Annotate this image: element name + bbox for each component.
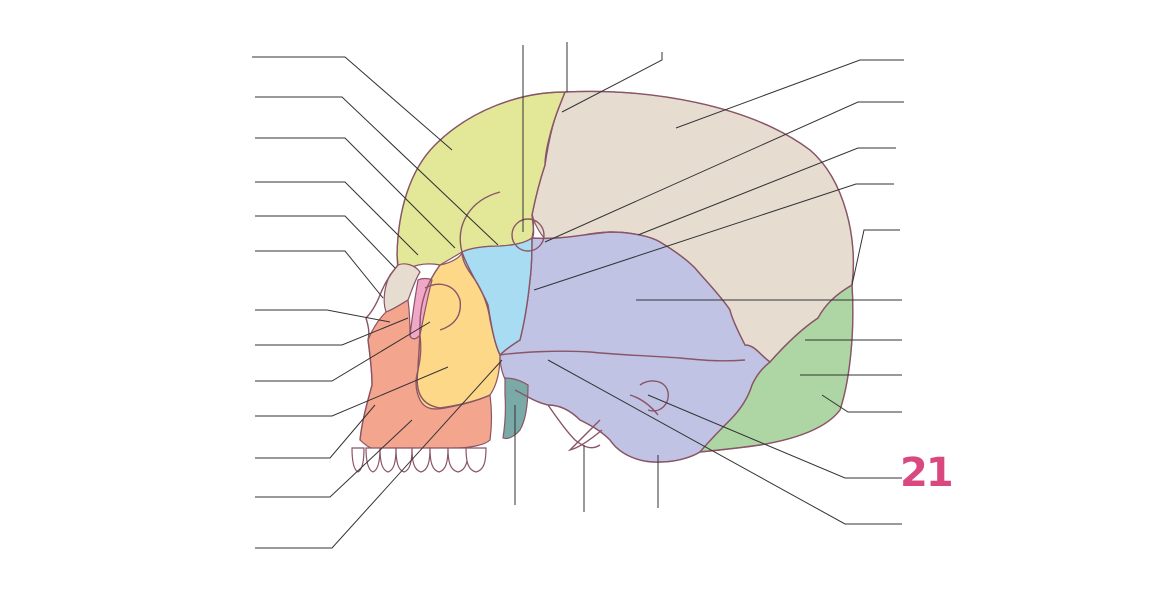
zygomatic-arch — [499, 350, 746, 362]
leader-line — [637, 147, 896, 236]
leader-line — [561, 52, 663, 113]
sphenoid-outline — [461, 237, 533, 357]
lambdoid-suture — [699, 284, 853, 453]
leader-line — [533, 183, 894, 291]
temporal-line — [459, 191, 501, 253]
mastoid-process — [547, 404, 601, 449]
leader-line — [255, 317, 409, 346]
tooth — [429, 447, 449, 473]
leader-line — [255, 215, 396, 269]
squamous-suture — [531, 231, 771, 363]
leader-line — [851, 229, 900, 286]
leader-line — [647, 394, 902, 479]
leader-line — [255, 366, 449, 417]
leader-lines — [252, 42, 904, 549]
leader-line — [675, 59, 904, 129]
orbit-outline — [416, 264, 491, 409]
styloid-process — [567, 419, 603, 452]
ear-canal — [639, 380, 669, 412]
leader-line — [255, 359, 503, 549]
leader-line — [255, 309, 391, 323]
external-auditory — [629, 394, 659, 416]
coronal-suture — [531, 91, 566, 239]
leader-line — [544, 101, 904, 243]
tooth — [411, 447, 431, 473]
leader-line — [547, 359, 902, 525]
leader-line — [255, 96, 499, 246]
leader-line — [252, 56, 453, 151]
leader-line — [255, 181, 419, 256]
tooth — [465, 447, 487, 473]
leader-line — [255, 137, 456, 249]
leader-line — [255, 404, 376, 459]
teeth — [351, 447, 487, 473]
figure-number: 21 — [900, 450, 954, 496]
tooth — [447, 447, 469, 473]
leader-line — [821, 394, 902, 413]
leader-line — [255, 321, 431, 382]
tooth — [379, 447, 397, 473]
tooth — [351, 447, 365, 473]
pterion-circle — [511, 218, 545, 252]
leader-line — [255, 419, 413, 498]
leader-line — [255, 250, 384, 299]
orbit-inner — [424, 283, 462, 331]
